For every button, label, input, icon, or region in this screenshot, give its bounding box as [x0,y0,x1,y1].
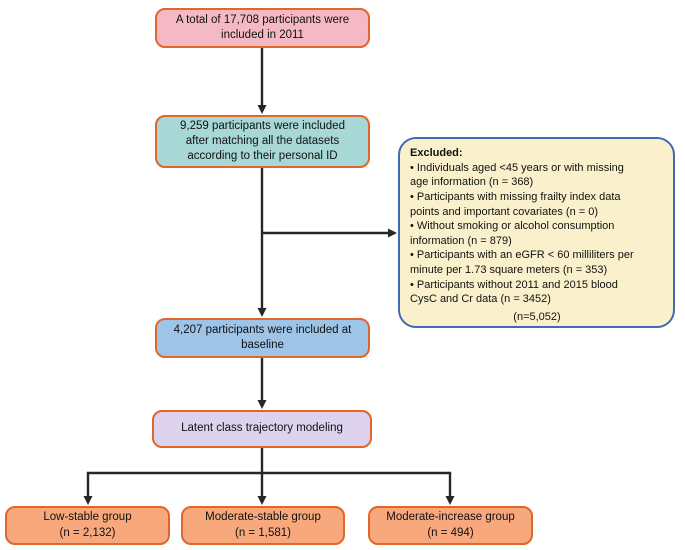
excluded-total-count: (n=5,052) [513,310,561,323]
box-latent-class-modeling: Latent class trajectory modeling [152,410,372,448]
excluded-item-age: • Individuals aged <45 years or with mis… [410,161,624,189]
excluded-title: Excluded: [410,147,463,159]
box-total-2011: A total of 17,708 participants were incl… [155,8,370,48]
excluded-item-blood: • Participants without 2011 and 2015 blo… [410,278,618,306]
box-matched-participants: 9,259 participants were included after m… [155,115,370,168]
box-group-low-stable: Low-stable group (n = 2,132) [5,506,170,545]
group-low-stable-name: Low-stable group [43,511,132,524]
box-latent-class-modeling-text: Latent class trajectory modeling [181,422,343,435]
box-matched-participants-text: 9,259 participants were included after m… [180,119,345,163]
box-group-moderate-stable: Moderate-stable group (n = 1,581) [181,506,345,545]
group-moderate-increase-n: (n = 494) [427,526,474,539]
box-baseline: 4,207 participants were included at base… [155,318,370,358]
group-moderate-stable-name: Moderate-stable group [205,511,321,524]
box-group-moderate-increase: Moderate-increase group (n = 494) [368,506,533,545]
box-baseline-text: 4,207 participants were included at base… [173,323,352,351]
excluded-item-smoking: • Without smoking or alcohol consumption… [410,220,615,247]
group-moderate-increase-name: Moderate-increase group [386,511,515,524]
excluded-item-egfr: • Participants with an eGFR < 60 millili… [410,249,634,276]
group-moderate-stable-n: (n = 1,581) [235,526,291,539]
box-excluded: Excluded: • Individuals aged <45 years o… [398,137,675,328]
excluded-item-frailty: • Participants with missing frailty inde… [410,190,621,218]
group-low-stable-n: (n = 2,132) [59,526,116,539]
box-total-2011-text: A total of 17,708 participants were incl… [175,13,350,41]
